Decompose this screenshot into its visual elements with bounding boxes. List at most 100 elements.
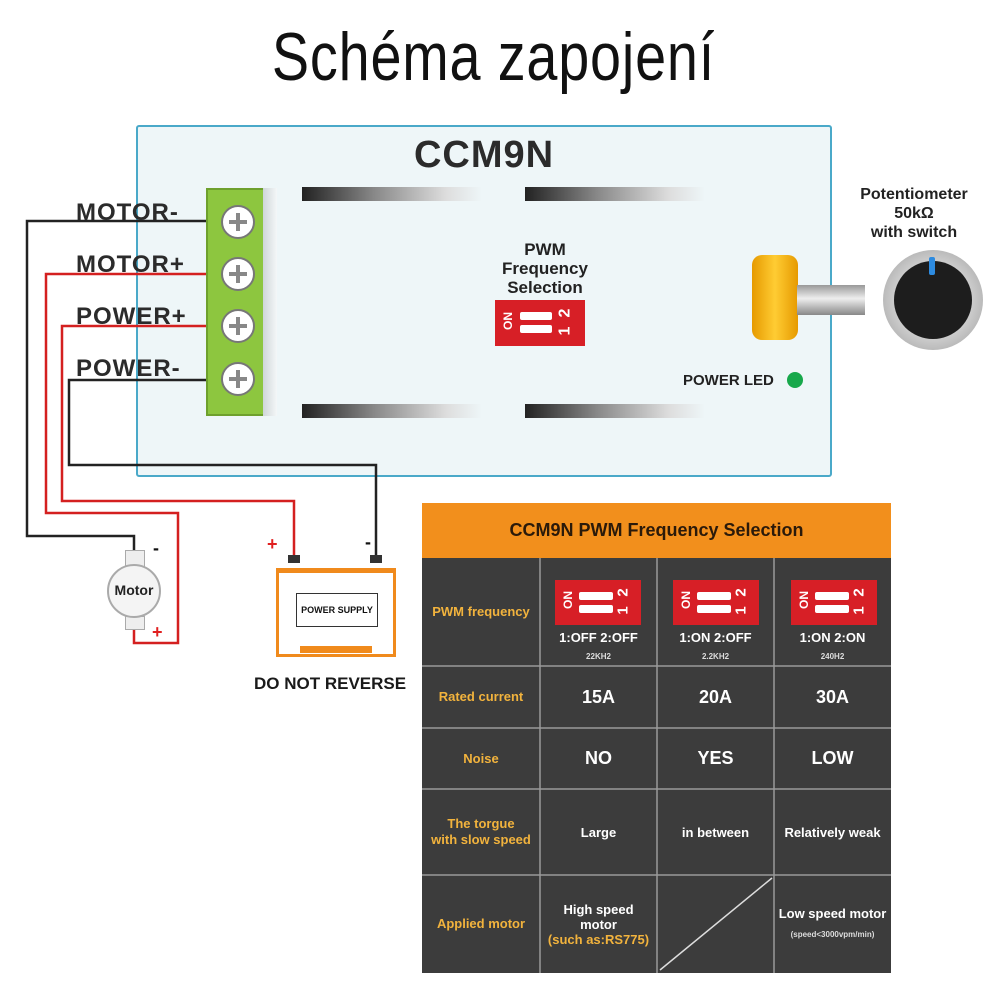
motor-plus-sign: +	[152, 622, 163, 642]
terminal-screw-icon	[221, 257, 255, 291]
applied-motor-value: Low speed motor (speed<3000vpm/min)	[774, 875, 891, 973]
dip-on-label: ON	[561, 591, 575, 609]
heatsink-stripe	[302, 404, 482, 418]
dip-toggle	[697, 592, 731, 600]
dip-toggle	[579, 592, 613, 600]
torque-value: Large	[580, 824, 617, 840]
current-value: 30A	[815, 686, 850, 707]
motor-terminal	[125, 616, 145, 630]
row-label-line: The torgue	[447, 816, 515, 831]
motor-line: (such as:RS775)	[547, 931, 650, 947]
row-label-motor: Applied motor	[436, 916, 526, 931]
terminal-label-power-minus: POWER-	[76, 355, 181, 382]
potentiometer-body	[752, 255, 798, 340]
terminal-screw-icon	[221, 309, 255, 343]
frequency-value: 2.2KH2	[701, 651, 730, 661]
frequency-value: 240H2	[820, 651, 845, 661]
dip-switch[interactable]: ON 1 2	[495, 300, 585, 346]
motor-line: High speed	[563, 901, 634, 917]
motor-line: Low speed motor	[778, 906, 887, 921]
motor-note: (speed<3000vpm/min)	[790, 930, 875, 939]
terminal-label-motor-plus: MOTOR+	[76, 251, 185, 278]
battery-post	[370, 555, 382, 563]
dip-number: 1	[614, 606, 632, 615]
noise-value: NO	[585, 748, 612, 768]
motor-line: motor	[580, 916, 617, 932]
dip-number: 2	[614, 588, 632, 597]
pwm-label-line: PWM	[524, 240, 566, 259]
wire-motor-minus	[25, 219, 206, 562]
pot-label-line: Potentiometer	[860, 186, 968, 203]
terminal-label-power-plus: POWER+	[76, 303, 187, 330]
dip-number: 2	[732, 588, 750, 597]
motor-minus-sign: -	[153, 538, 159, 558]
terminal-block-edge	[263, 188, 277, 416]
potentiometer-shaft	[797, 285, 865, 315]
row-label-current: Rated current	[438, 689, 524, 704]
frequency-value: 22KH2	[586, 651, 611, 661]
heatsink-stripe	[525, 404, 705, 418]
terminal-screw-icon	[221, 362, 255, 396]
dip-toggle	[815, 605, 849, 613]
dip-toggle	[520, 325, 552, 333]
dip-number: 1	[850, 606, 868, 615]
switch-state: 1:ON 2:OFF	[679, 629, 752, 645]
knob-indicator-icon	[929, 257, 935, 275]
page-title: Schéma zapojení	[271, 19, 716, 95]
torque-value: in between	[681, 824, 750, 840]
power-led-label: POWER LED	[683, 372, 774, 389]
dip-number: 1	[732, 606, 750, 615]
applied-motor-value: High speed motor (such as:RS775)	[540, 875, 657, 973]
dip-switch-setting-1: ON 1 2	[555, 580, 641, 625]
switch-state: 1:OFF 2:OFF	[559, 629, 638, 645]
current-value: 15A	[581, 686, 616, 707]
potentiometer-label: Potentiometer 50kΩ with switch	[846, 185, 982, 242]
dip-on-label: ON	[797, 591, 811, 609]
battery-post	[288, 555, 300, 563]
heatsink-stripe	[525, 187, 705, 201]
terminal-label-motor-minus: MOTOR-	[76, 199, 179, 226]
pwm-label-line: Selection	[507, 278, 583, 297]
table-grid	[422, 558, 891, 973]
pot-label-line: with switch	[870, 224, 958, 241]
noise-value: YES	[697, 748, 734, 768]
pwm-selection-label: PWM Frequency Selection	[480, 240, 610, 297]
battery-label: POWER SUPPLY	[296, 593, 378, 627]
row-label-pwm: PWM frequency	[432, 604, 530, 619]
dip-switch-setting-3: ON 1 2	[791, 580, 877, 625]
battery-minus-sign: -	[365, 532, 371, 552]
torque-value: Relatively weak	[784, 824, 881, 840]
row-label-noise: Noise	[463, 750, 499, 766]
battery-base	[300, 646, 372, 653]
dip-toggle	[697, 605, 731, 613]
pot-label-line: 50kΩ	[894, 205, 934, 222]
motor-icon	[107, 564, 161, 618]
reverse-warning: DO NOT REVERSE	[254, 674, 407, 693]
row-label-torque: The torgue with slow speed	[422, 789, 540, 875]
dip-toggle	[520, 312, 552, 320]
battery-plus-sign: +	[267, 534, 278, 554]
dip-toggle	[579, 605, 613, 613]
dip-toggle	[815, 592, 849, 600]
noise-value: LOW	[811, 748, 854, 768]
dip-switch-setting-2: ON 1 2	[673, 580, 759, 625]
dip-on-label: ON	[501, 312, 515, 330]
dip-on-label: ON	[679, 591, 693, 609]
pwm-label-line: Frequency	[502, 259, 588, 278]
board-model: CCM9N	[413, 134, 555, 176]
wire-motor-plus	[44, 272, 206, 645]
row-label-line: with slow speed	[431, 832, 531, 847]
switch-state: 1:ON 2:ON	[799, 629, 866, 645]
heatsink-stripe	[302, 187, 482, 201]
current-value: 20A	[698, 686, 733, 707]
terminal-screw-icon	[221, 205, 255, 239]
power-led-icon	[787, 372, 803, 388]
motor-label: Motor	[114, 582, 154, 598]
wire-power-minus	[67, 378, 378, 556]
dip-number: 2	[556, 308, 574, 318]
table-title: CCM9N PWM Frequency Selection	[422, 503, 891, 558]
wire-power-plus	[60, 324, 296, 556]
dip-number: 2	[850, 588, 868, 597]
dip-number: 1	[556, 326, 574, 336]
